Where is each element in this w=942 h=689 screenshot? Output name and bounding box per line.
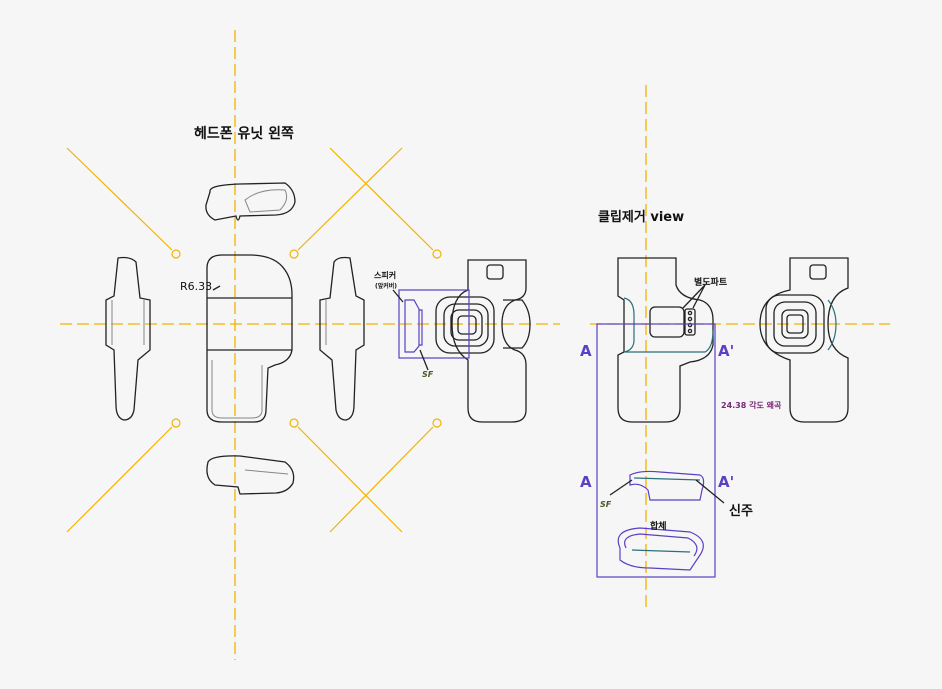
- speaker-sub-label: (앞커버): [375, 283, 398, 290]
- sf-label-speaker: SF: [422, 370, 434, 379]
- brass-label: 신주: [729, 504, 753, 519]
- section-a-right-2: A': [718, 473, 735, 491]
- angle-note: 24.38 각도 왜곡: [721, 401, 782, 410]
- right-side-view: [319, 256, 365, 421]
- center-lines: [60, 30, 890, 660]
- sf-label-section: SF: [600, 500, 612, 509]
- left-side-view: [105, 256, 151, 421]
- section-a-right: A': [718, 342, 735, 360]
- front-view: [206, 254, 293, 423]
- speaker-detail: [392, 289, 470, 371]
- section-a-left: A: [580, 342, 592, 360]
- section-box: [596, 323, 725, 578]
- back-view: [435, 259, 531, 423]
- radius-label: R6.33: [180, 280, 213, 293]
- top-view: [205, 182, 296, 221]
- projection-rays: [66, 147, 442, 533]
- combined-label: 합체: [650, 522, 667, 532]
- clip-removed-front-view: [617, 257, 714, 423]
- bottom-view: [206, 455, 295, 495]
- separate-part-label: 별도파트: [694, 278, 728, 288]
- section-a-left-2: A: [580, 473, 592, 491]
- right-title: 클립제거 view: [598, 210, 685, 225]
- left-title: 헤드폰 유닛 왼쪽: [194, 126, 294, 142]
- speaker-label: 스피커: [374, 271, 397, 280]
- clip-removed-back-view: [759, 257, 849, 423]
